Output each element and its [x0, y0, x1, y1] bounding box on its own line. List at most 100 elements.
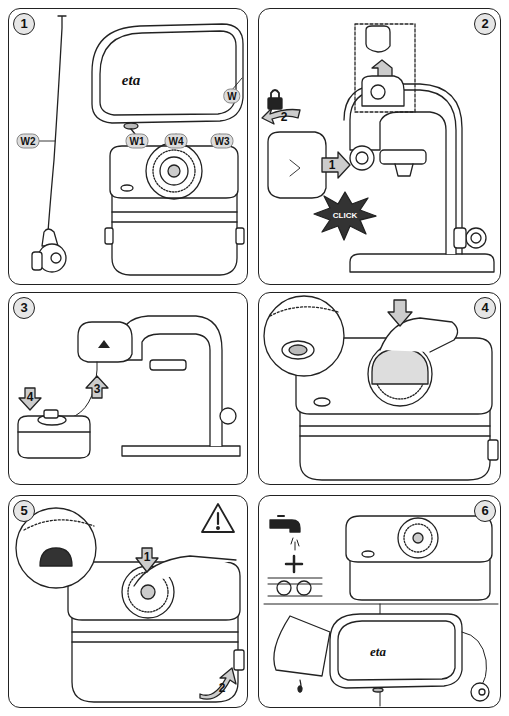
vacuum-container-part — [112, 212, 237, 222]
kitchen-machine-part — [350, 90, 456, 254]
kitchen-machine-part — [454, 228, 466, 248]
part-label: W — [223, 89, 240, 104]
step-number: 5 — [13, 500, 35, 522]
cleaning-icons-part — [298, 686, 302, 692]
vacuum-container-part — [112, 190, 237, 275]
detail-inset-part — [366, 26, 390, 52]
vacuum-container-part — [153, 150, 195, 192]
vacuum-container-part — [236, 228, 244, 244]
step-arrow-number: 1 — [144, 550, 151, 564]
step-arrow-number: 4 — [27, 390, 34, 404]
vacuum-container-part — [146, 143, 202, 199]
container-clip-part — [72, 610, 238, 702]
step-panel: 3 — [8, 292, 248, 485]
container-large-part — [314, 398, 330, 406]
clean-container-part — [413, 533, 423, 543]
small-container — [18, 410, 90, 458]
container-large-part — [488, 440, 498, 460]
kitchen-machine-small-part — [120, 316, 222, 446]
clean-container-part — [350, 560, 490, 600]
container-clip — [68, 562, 244, 702]
attach-unit-part — [290, 160, 300, 176]
warning-sign-part — [217, 527, 220, 530]
clean-container-part — [398, 518, 438, 558]
container-large-part — [300, 410, 490, 480]
vacuum-container-part — [160, 157, 188, 185]
hand-press-part — [372, 348, 428, 384]
cleaning-icons-part — [286, 556, 302, 572]
click-text: CLICK — [333, 211, 357, 220]
insert-arrow — [262, 108, 350, 178]
attach-unit-part — [268, 132, 326, 198]
kitchen-machine-small — [120, 316, 240, 456]
step-panel: 5 — [8, 495, 248, 708]
warning-sign-part — [217, 513, 219, 524]
cleaning-icons-part — [270, 520, 300, 532]
vacuum-container-part — [168, 165, 180, 177]
detail-inset — [355, 24, 415, 112]
kitchen-machine-part — [380, 150, 426, 164]
clean-container-part — [404, 524, 432, 552]
container-clip-part — [200, 668, 236, 699]
hand-press-2 — [134, 548, 236, 586]
step-arrow-number: 2 — [219, 681, 226, 695]
vacuum-hose-part — [51, 253, 61, 263]
warning-sign — [202, 504, 234, 532]
detail-circle-part — [289, 345, 307, 355]
detail-inset-part — [371, 85, 385, 99]
step-arrow-number: 2 — [281, 110, 288, 124]
detail-inset-part — [362, 76, 404, 106]
container-large-part — [300, 426, 490, 436]
detail-circle-2-part — [40, 548, 72, 566]
cleaning-icons-part — [268, 578, 322, 596]
vacuum-cover — [92, 24, 243, 134]
small-container-part — [18, 416, 90, 458]
step-number: 1 — [13, 13, 35, 35]
vacuum-container-part — [121, 185, 133, 191]
vacuum-container-part — [105, 228, 113, 244]
kitchen-machine-small-part — [150, 360, 186, 370]
click-burst-part — [314, 192, 376, 240]
small-container-part — [44, 410, 58, 418]
step-arrows-part — [19, 388, 41, 410]
attach-unit — [268, 132, 326, 198]
cleaning-icons-part — [274, 616, 330, 676]
detail-circle-part — [264, 296, 344, 376]
attached-cover — [50, 322, 132, 419]
clean-cover-part — [462, 632, 486, 686]
small-container-part — [18, 431, 90, 432]
detail-circle-2-part — [24, 520, 94, 530]
step-number: 4 — [474, 297, 496, 319]
warning-sign-part — [202, 504, 234, 532]
vacuum-hose-part — [48, 16, 66, 232]
detail-circle — [264, 296, 344, 376]
kitchen-machine-small-part — [122, 446, 240, 456]
step-arrows-part — [86, 376, 108, 398]
hand-press — [372, 300, 458, 384]
cleaning-icons — [264, 516, 498, 706]
hand-press-2-part — [136, 548, 158, 572]
brand-logo: eta — [370, 644, 386, 660]
container-clip-part — [234, 650, 244, 670]
vacuum-container — [105, 143, 244, 275]
insert-arrow-part — [262, 108, 300, 124]
hand-press-part — [388, 300, 412, 326]
click-burst — [314, 192, 376, 240]
leader-lines-part — [38, 141, 55, 142]
vacuum-cover-part — [100, 31, 236, 115]
vacuum-cover-part — [124, 123, 138, 129]
cleaning-icons-part — [278, 515, 284, 517]
lock-icon-part — [271, 90, 279, 98]
kitchen-machine-part — [471, 233, 481, 243]
part-label: W2 — [17, 134, 40, 149]
clean-cover — [330, 614, 489, 701]
clean-cover-part — [330, 614, 462, 688]
kitchen-machine-part — [350, 146, 374, 170]
clean-container-part — [362, 551, 374, 557]
step-panel: 2 — [258, 8, 501, 285]
